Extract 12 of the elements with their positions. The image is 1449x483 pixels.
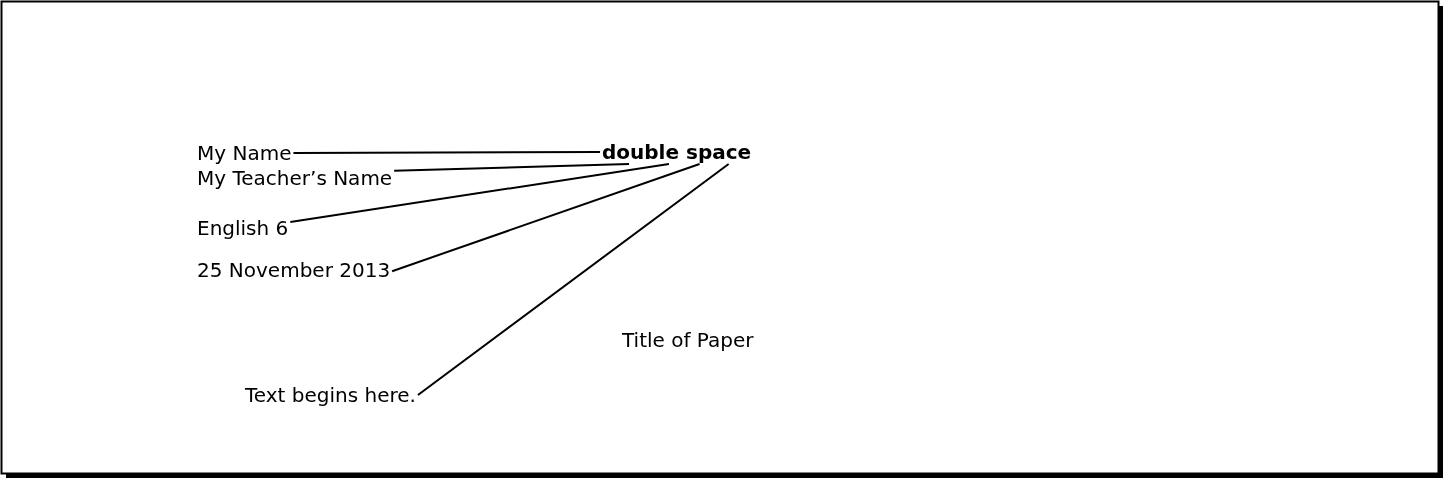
- heading-line: My Teacher’s Name: [195, 166, 395, 190]
- leader-line: [289, 163, 670, 223]
- heading-line: Text begins here.: [243, 383, 418, 407]
- leader-line: [393, 163, 631, 172]
- note-text: double space: [600, 140, 754, 164]
- heading-line: English 6: [195, 216, 291, 240]
- title-text: Title of Paper: [621, 328, 755, 352]
- leader-line: [416, 163, 730, 396]
- leader-line: [391, 163, 701, 273]
- leader-line: [292, 151, 601, 154]
- heading-line: My Name: [195, 141, 294, 165]
- heading-line: 25 November 2013: [195, 258, 393, 282]
